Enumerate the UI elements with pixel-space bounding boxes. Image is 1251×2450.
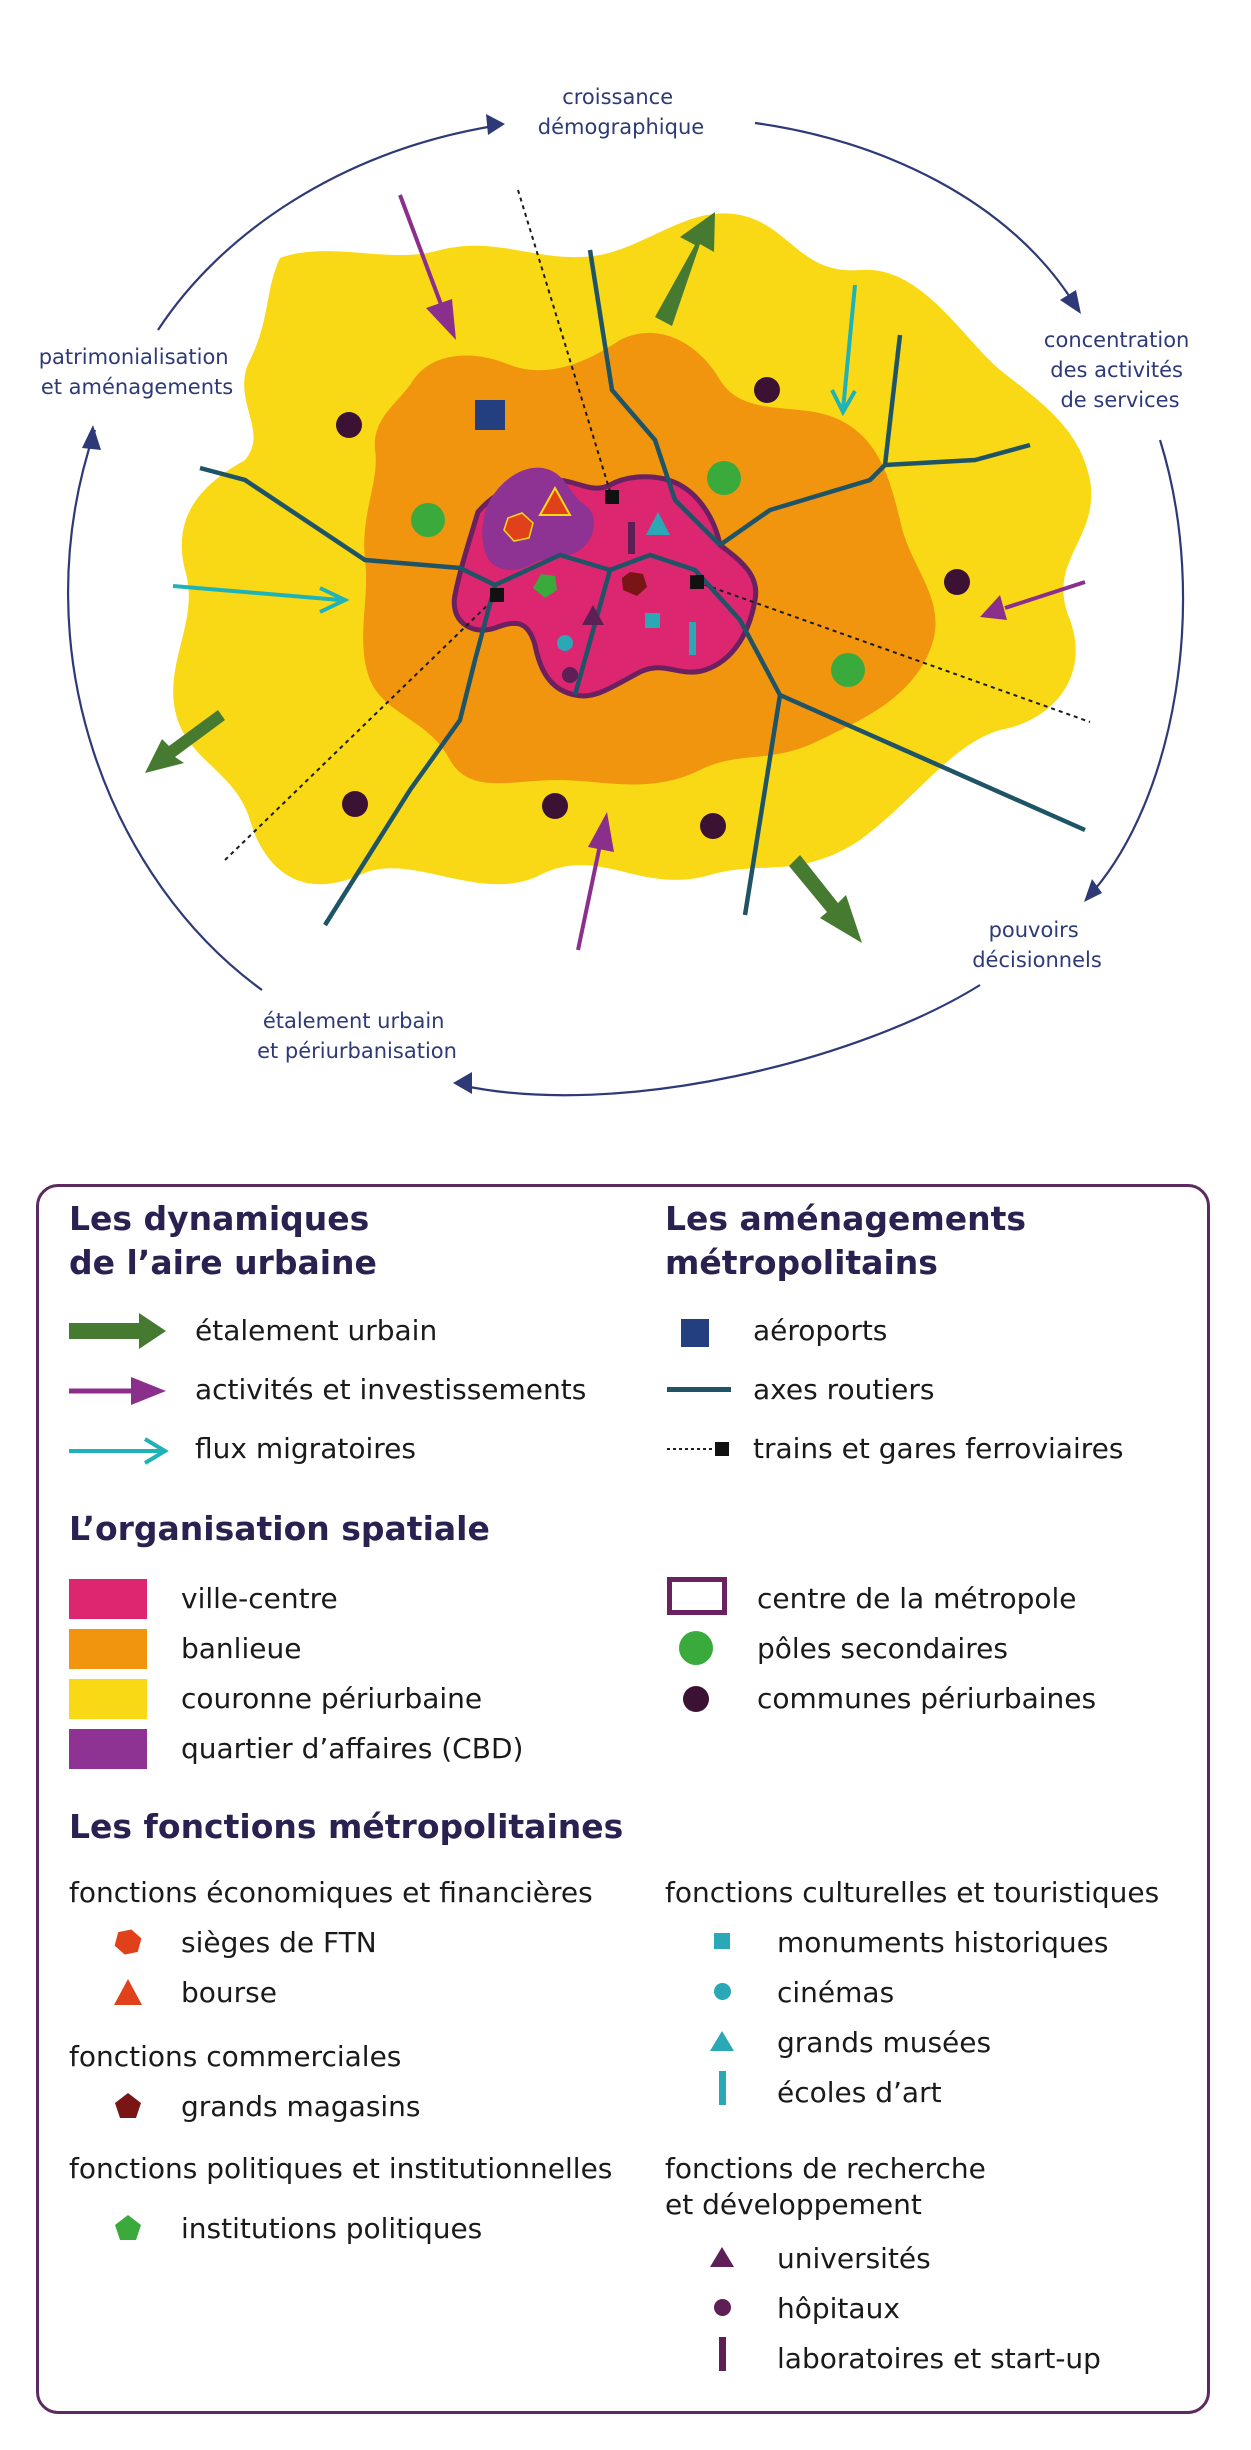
bar-icon bbox=[719, 2337, 726, 2371]
triangle-icon bbox=[114, 1979, 142, 2005]
circle-icon bbox=[714, 1983, 731, 2000]
legend-label-trains: trains et gares ferroviaires bbox=[753, 1432, 1124, 1465]
legend-subtitle-politiques: fonctions politiques et institutionnelle… bbox=[69, 2152, 613, 2185]
legend-label-institutions: institutions politiques bbox=[181, 2212, 483, 2245]
cycle-label-concentration: concentration bbox=[1044, 328, 1189, 352]
legend-label-aeroports: aéroports bbox=[753, 1314, 888, 1347]
legend-title-fonctions: Les fonctions métropolitaines bbox=[69, 1807, 624, 1846]
pole-secondaire-icon bbox=[679, 1631, 713, 1665]
cycle-arrows bbox=[67, 121, 1185, 1097]
legend-panel: Les dynamiques de l’aire urbaine étaleme… bbox=[36, 1184, 1210, 2414]
couronne-swatch bbox=[69, 1679, 147, 1719]
legend-label-axes: axes routiers bbox=[753, 1373, 935, 1406]
legend-subtitle-economiques: fonctions économiques et financières bbox=[69, 1876, 593, 1909]
legend-label-etalement: étalement urbain bbox=[195, 1314, 438, 1347]
line-icon bbox=[667, 1387, 731, 1392]
legend-label-centre: centre de la métropole bbox=[757, 1582, 1077, 1615]
legend-label-universites: universités bbox=[777, 2242, 931, 2275]
central-functions bbox=[503, 485, 696, 683]
legend-label-communes: communes périurbaines bbox=[757, 1682, 1097, 1715]
cycle-label-concentration-3: de services bbox=[1060, 388, 1179, 412]
cycle-label-patrimonialisation-2: et aménagements bbox=[41, 375, 233, 399]
cycle-label-etalement: étalement urbain bbox=[263, 1009, 445, 1033]
legend-label-laboratoires: laboratoires et start-up bbox=[777, 2342, 1101, 2375]
cycle-label-patrimonialisation: patrimonialisation bbox=[39, 345, 229, 369]
square-icon bbox=[714, 1933, 730, 1949]
cycle-label-pouvoirs-2: décisionnels bbox=[972, 948, 1102, 972]
legend-title-amenagements: Les aménagements métropolitains bbox=[665, 1197, 1026, 1285]
legend-label-sieges: sièges de FTN bbox=[181, 1926, 377, 1959]
triangle-icon bbox=[710, 2247, 734, 2267]
station-markers bbox=[490, 490, 704, 602]
cycle-label-croissance-2: démographique bbox=[538, 115, 704, 139]
arrow-icon bbox=[69, 1377, 166, 1405]
cycle-label-croissance: croissance bbox=[562, 85, 673, 109]
cycle-label-etalement-2: et périurbanisation bbox=[257, 1039, 457, 1063]
svg-text:croissance démographique: croissance démographique bbox=[538, 85, 704, 139]
thin-arrow-icon bbox=[69, 1437, 169, 1465]
dashed-line-icon bbox=[667, 1442, 729, 1456]
legend-title-organisation: L’organisation spatiale bbox=[69, 1509, 490, 1548]
pentagon-icon bbox=[115, 2215, 141, 2240]
centre-metropole-icon bbox=[667, 1577, 727, 1615]
legend-subtitle-commerciales: fonctions commerciales bbox=[69, 2040, 402, 2073]
communes-markers bbox=[336, 377, 970, 839]
cycle-label-pouvoirs: pouvoirs bbox=[989, 918, 1079, 942]
legend-label-activites: activités et investissements bbox=[195, 1373, 587, 1406]
legend-label-poles: pôles secondaires bbox=[757, 1632, 1008, 1665]
legend-title-dynamiques-line1: Les dynamiques bbox=[69, 1199, 370, 1238]
legend-label-banlieue: banlieue bbox=[181, 1632, 302, 1665]
legend-subtitle-recherche-line1: fonctions de recherche bbox=[665, 2152, 986, 2185]
airport-marker bbox=[475, 400, 505, 430]
legend-label-flux: flux migratoires bbox=[195, 1432, 416, 1465]
legend-label-monuments: monuments historiques bbox=[777, 1926, 1109, 1959]
cbd-zone bbox=[482, 467, 595, 571]
urban-area-map: croissance démographique concentration d… bbox=[39, 85, 1196, 1097]
square-icon bbox=[681, 1319, 709, 1347]
legend-subtitle-culturelles: fonctions culturelles et touristiques bbox=[665, 1876, 1160, 1909]
cycle-label-concentration-2: des activités bbox=[1050, 358, 1183, 382]
etalement-arrows bbox=[145, 212, 862, 943]
circle-icon bbox=[714, 2299, 731, 2316]
legend-label-cbd: quartier d’affaires (CBD) bbox=[181, 1732, 524, 1765]
bar-icon bbox=[719, 2071, 726, 2105]
legend-title-dynamiques: Les dynamiques de l’aire urbaine bbox=[69, 1197, 377, 1285]
flux-arrows bbox=[172, 284, 857, 614]
poles-markers bbox=[411, 461, 865, 687]
legend-label-hopitaux: hôpitaux bbox=[777, 2292, 900, 2325]
triangle-icon bbox=[710, 2031, 734, 2051]
thick-arrow-icon bbox=[69, 1313, 166, 1349]
road-network bbox=[199, 249, 1086, 927]
banlieue-swatch bbox=[69, 1629, 147, 1669]
legend-label-bourse: bourse bbox=[181, 1976, 277, 2009]
legend-label-magasins: grands magasins bbox=[181, 2090, 421, 2123]
svg-text:concentration des activité: concentration des activités de services bbox=[1044, 328, 1196, 412]
legend-title-amenagements-line2: métropolitains bbox=[665, 1243, 938, 1282]
legend-title-amenagements-line1: Les aménagements bbox=[665, 1199, 1027, 1238]
legend-label-ville-centre: ville-centre bbox=[181, 1582, 338, 1615]
cbd-swatch bbox=[69, 1729, 147, 1769]
activites-arrows bbox=[398, 194, 1086, 951]
pentagon-icon bbox=[115, 2093, 141, 2118]
legend-subtitle-recherche: fonctions de recherche et développement bbox=[665, 2151, 986, 2223]
hexagon-icon bbox=[114, 1929, 142, 1955]
svg-text:patrimonialisation et amén: patrimonialisation et aménagements bbox=[39, 345, 236, 399]
legend-label-ecoles: écoles d’art bbox=[777, 2076, 942, 2109]
legend-subtitle-recherche-line2: et développement bbox=[665, 2188, 922, 2221]
legend-label-musees: grands musées bbox=[777, 2026, 992, 2059]
svg-text:pouvoirs décisionnels: pouvoirs décisionnels bbox=[972, 918, 1102, 972]
commune-periurbaine-icon bbox=[683, 1686, 709, 1712]
cycle-arrowheads bbox=[82, 114, 1102, 1094]
train-lines bbox=[224, 189, 1091, 861]
legend-label-couronne: couronne périurbaine bbox=[181, 1682, 483, 1715]
legend-label-cinemas: cinémas bbox=[777, 1976, 895, 2009]
ville-centre-swatch bbox=[69, 1579, 147, 1619]
svg-text:étalement urbain et périur: étalement urbain et périurbanisation bbox=[257, 1009, 457, 1063]
legend-title-dynamiques-line2: de l’aire urbaine bbox=[69, 1243, 377, 1282]
